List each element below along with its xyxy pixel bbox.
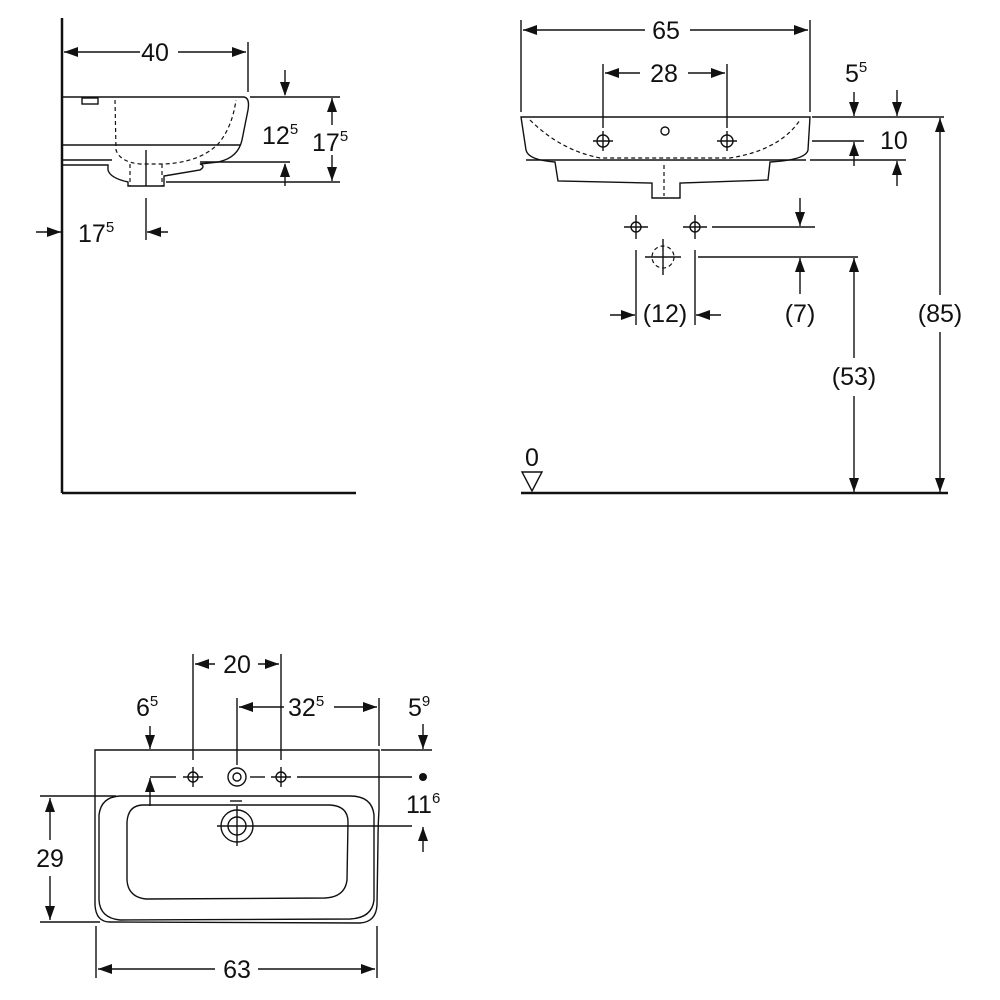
floor-level-label: 0 <box>525 444 539 472</box>
arrowhead <box>98 964 112 974</box>
arrowhead <box>45 798 55 812</box>
hidden-bowl <box>529 119 801 159</box>
arrowhead <box>195 659 209 669</box>
dim-edge-left-label: 65 <box>136 693 158 722</box>
dim-hole-to-waste-label: 116 <box>406 790 440 819</box>
arrowhead <box>621 310 635 320</box>
arrowhead <box>849 478 859 492</box>
arrowhead <box>232 47 246 57</box>
tap-hole-right-marker <box>717 131 737 151</box>
basin-inner-rim <box>98 795 375 921</box>
dim-hole-spacing-label: 20 <box>223 651 251 679</box>
arrowhead <box>47 227 61 237</box>
tap-hole-left-marker <box>183 767 203 787</box>
arrowhead <box>327 98 337 112</box>
dim-depth-label: 40 <box>141 39 169 67</box>
arrowhead <box>363 702 377 712</box>
arrowhead <box>711 68 725 78</box>
arrowhead <box>418 827 428 841</box>
dim-fixing-spacing-label: (12) <box>643 300 687 328</box>
dim-total-height-label: 175 <box>312 128 348 157</box>
arrowhead <box>418 735 428 749</box>
arrowhead <box>696 310 710 320</box>
dim-top-offset-label: 55 <box>845 59 867 88</box>
dim-edge-right-label: 59 <box>408 693 430 722</box>
reference-dot <box>419 773 427 781</box>
arrowhead <box>280 163 290 177</box>
dim-fixing-drop-label: (7) <box>785 300 816 328</box>
arrowhead <box>849 258 859 272</box>
arrowhead <box>265 659 279 669</box>
dim-tap-drop-label: 10 <box>880 127 908 155</box>
arrowhead <box>892 102 902 116</box>
arrowhead <box>795 258 805 272</box>
dim-hole-offset-label: 325 <box>288 693 324 722</box>
arrowhead <box>64 47 78 57</box>
dim-waste-offset-label: 175 <box>78 219 114 248</box>
waste-outlet-marker <box>217 806 257 846</box>
arrowhead <box>239 702 253 712</box>
arrowhead <box>935 478 945 492</box>
side-view: 40 125 175 175 <box>36 18 359 495</box>
arrowhead <box>935 118 945 132</box>
arrowhead <box>147 227 161 237</box>
overflow-hole <box>660 126 670 136</box>
top-view: 20 325 65 59 116 29 <box>36 651 440 984</box>
overflow-slot <box>81 97 99 105</box>
arrowhead <box>794 25 808 35</box>
tap-hole-left-marker <box>593 131 613 151</box>
arrowhead <box>795 212 805 226</box>
dim-bowl-height-label: 125 <box>262 121 298 150</box>
basin-top-outline <box>94 749 380 924</box>
fixing-point-right-marker <box>683 215 707 239</box>
hidden-bowl <box>114 99 237 165</box>
tap-hole-center-marker <box>227 767 247 787</box>
arrowhead <box>280 82 290 96</box>
arrowhead <box>523 25 537 35</box>
arrowhead <box>849 142 859 156</box>
front-view: 0 65 28 <box>520 17 962 495</box>
arrowhead <box>605 68 619 78</box>
basin-side-profile <box>62 96 250 187</box>
arrowhead <box>145 778 155 792</box>
arrowhead <box>45 906 55 920</box>
tap-hole-right-marker <box>271 767 291 787</box>
arrowhead <box>849 102 859 116</box>
dim-width-label: 65 <box>652 17 680 45</box>
dim-width-label: 63 <box>223 956 251 984</box>
arrowhead <box>327 167 337 181</box>
arrowhead <box>892 161 902 175</box>
dim-rim-height-label: (85) <box>918 300 962 328</box>
floor-level-marker <box>520 471 544 493</box>
basin-bowl-outline <box>126 804 349 900</box>
dim-depth-label: 29 <box>36 845 64 873</box>
dim-waste-height-label: (53) <box>832 363 876 391</box>
waste-outlet-marker <box>645 239 681 275</box>
basin-front-outline <box>520 116 811 199</box>
dim-hole-spacing-label: 28 <box>650 60 678 88</box>
fixing-point-left-marker <box>624 215 648 239</box>
arrowhead <box>361 964 375 974</box>
arrowhead <box>145 735 155 749</box>
